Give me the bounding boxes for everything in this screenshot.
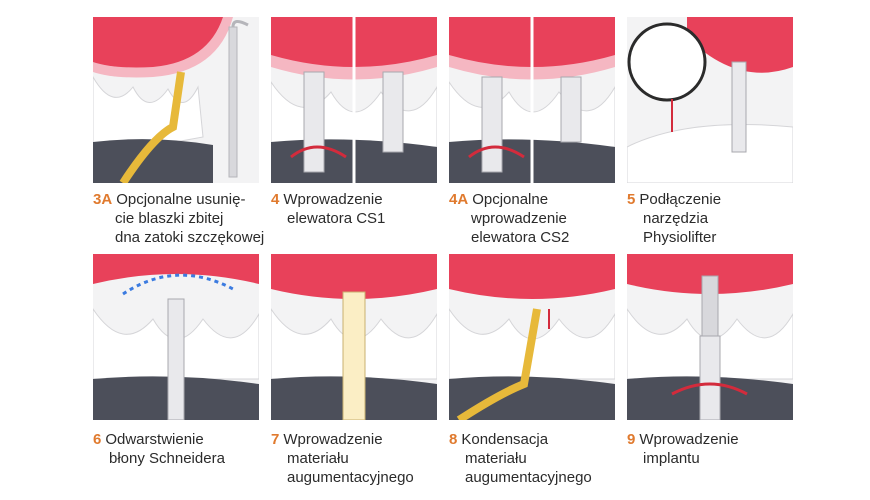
illustration-step-7 <box>271 254 437 420</box>
illustration-step-6 <box>93 254 259 420</box>
illustration-step-4a <box>449 17 615 183</box>
illustration-step-3a <box>93 17 259 183</box>
illustration-step-4 <box>271 17 437 183</box>
illustration-step-8 <box>449 254 615 420</box>
illustration-step-9 <box>627 254 793 420</box>
illustration-step-5 <box>627 17 793 183</box>
